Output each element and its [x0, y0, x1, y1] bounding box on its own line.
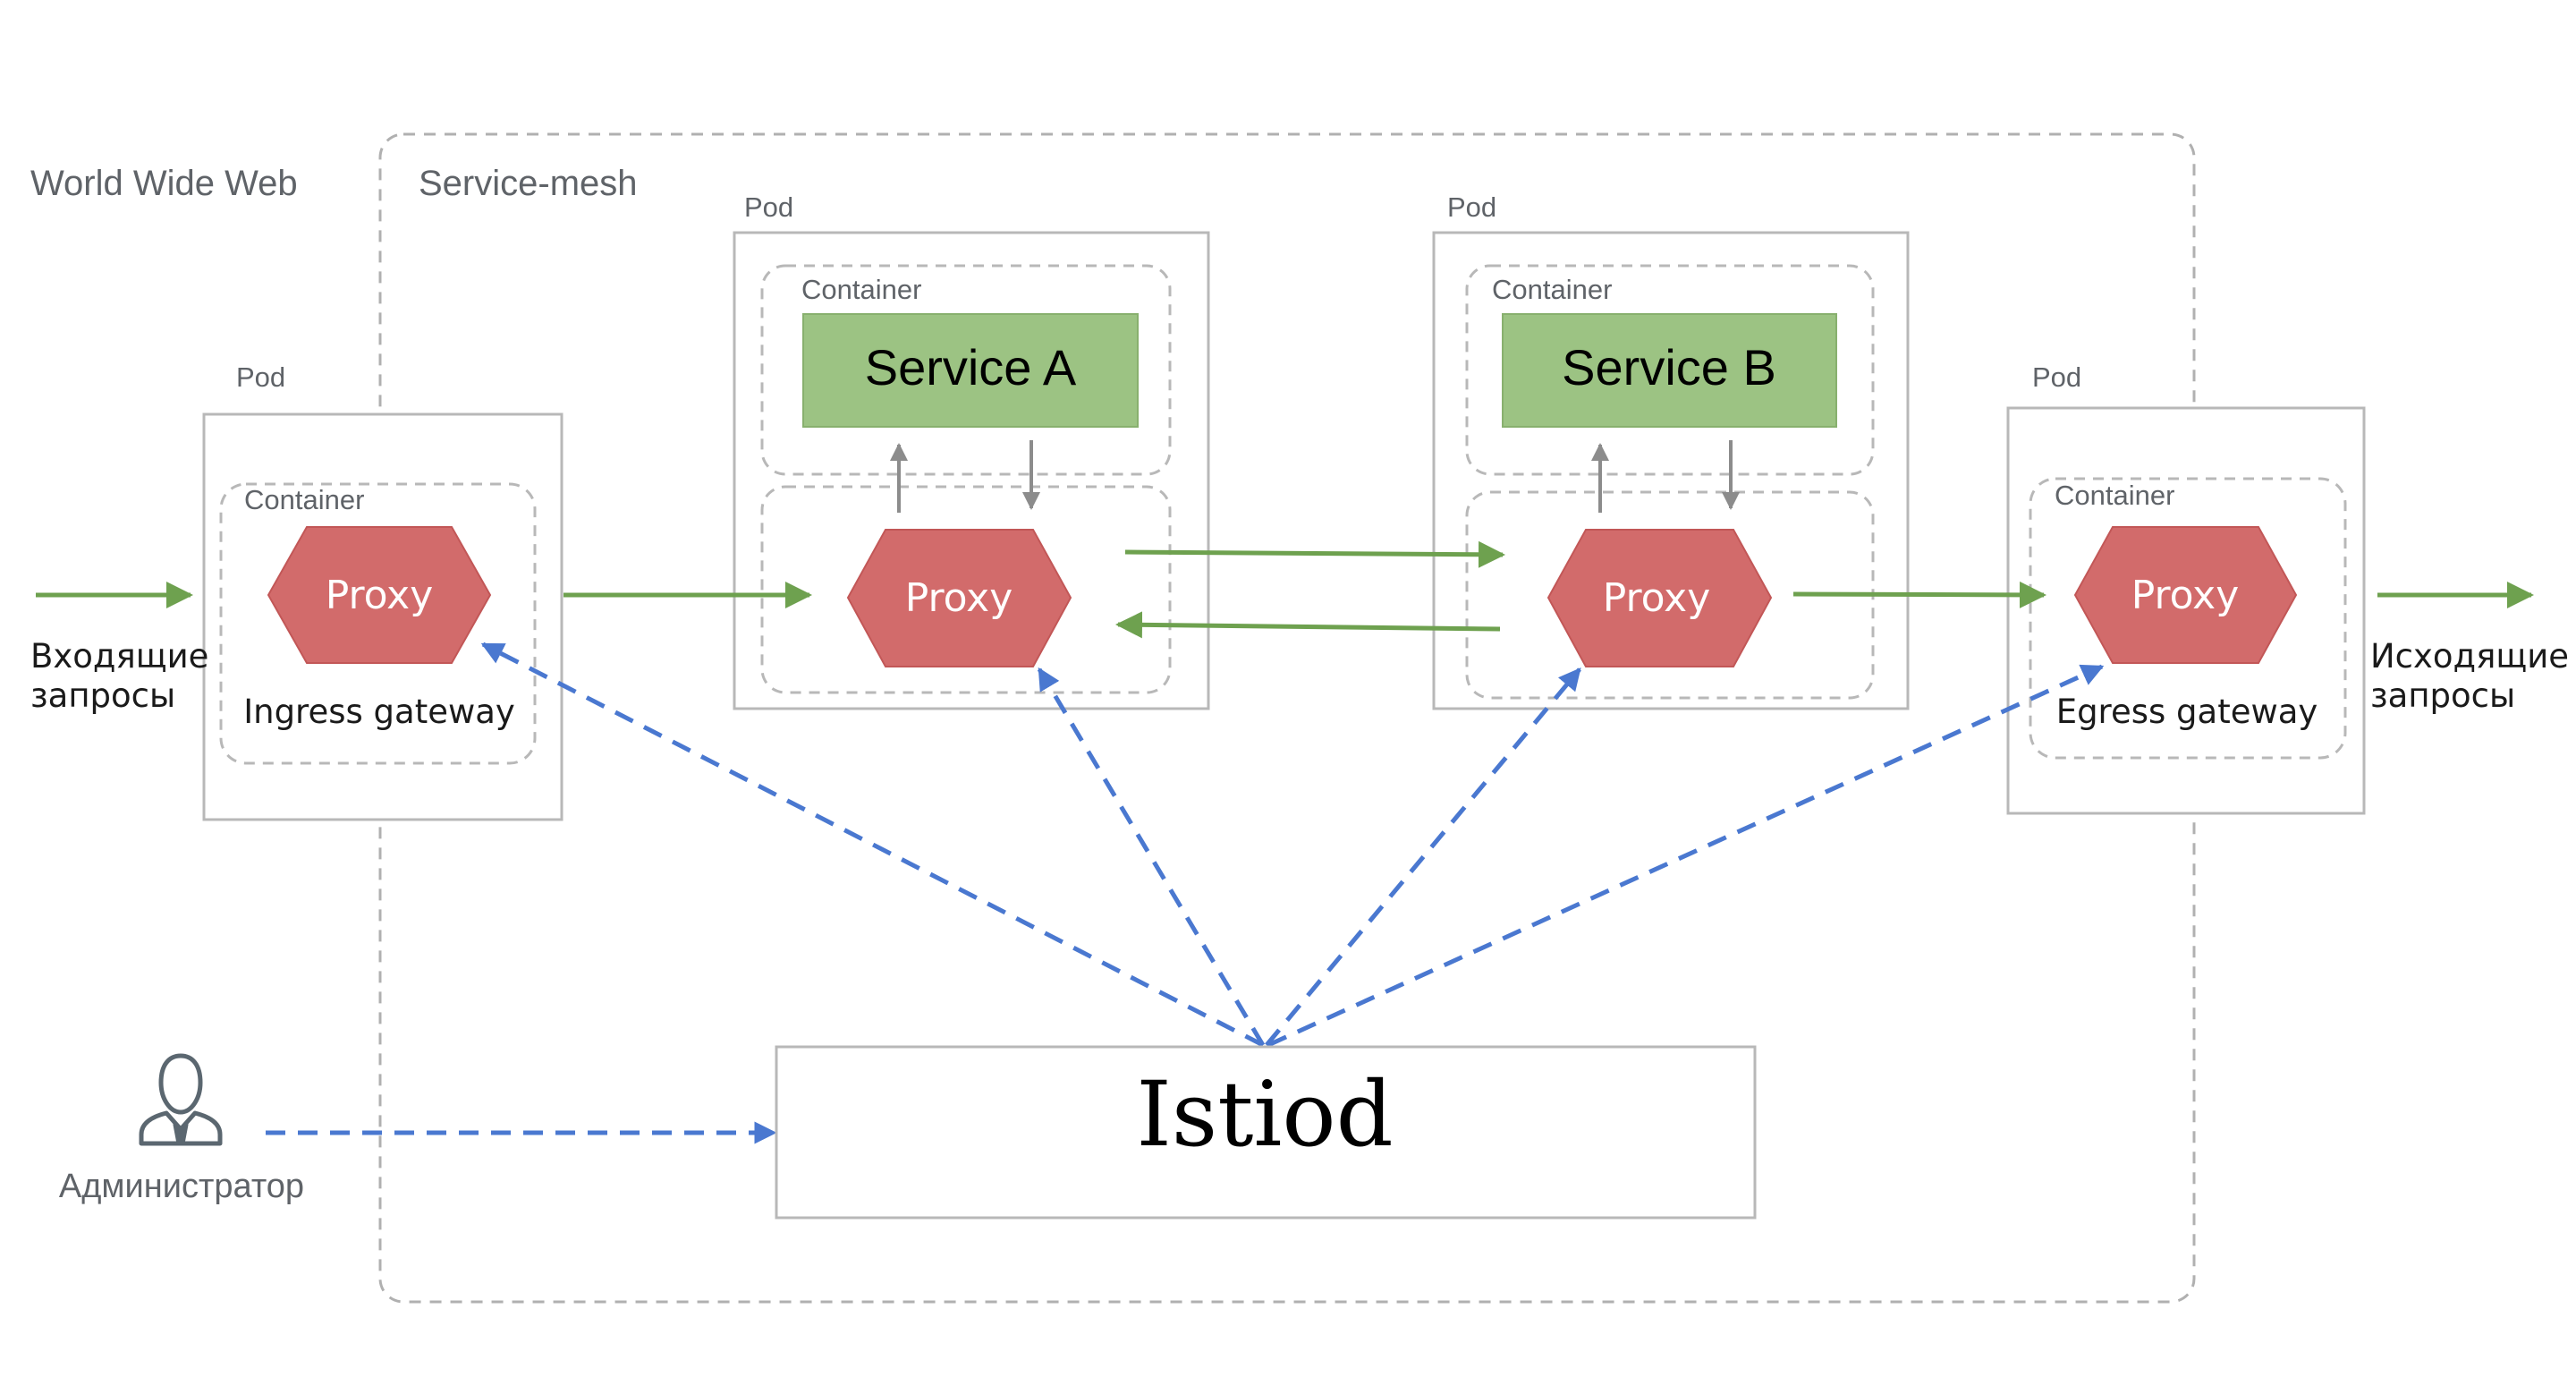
istiod-to-egress-arrow — [1267, 664, 2105, 1048]
istiod-to-service-a-arrow — [1037, 667, 1266, 1047]
service-a-app-container — [760, 264, 1172, 476]
ingress-proxy-hexagon — [267, 526, 492, 664]
outgoing-requests-line2: запросы — [2370, 676, 2515, 715]
service-mesh-label: Service-mesh — [419, 164, 638, 203]
egress-container — [2029, 477, 2347, 760]
service-b-to-egress-arrow — [1792, 581, 2046, 608]
service-b-label: Service B — [1562, 339, 1776, 395]
egress-proxy-hexagon — [2073, 526, 2298, 664]
service-b-app-container — [1465, 264, 1875, 476]
service-b-proxy-hexagon — [1546, 529, 1773, 667]
ingress-gateway-caption: Ingress gateway — [243, 693, 515, 731]
world-wide-web-label: World Wide Web — [30, 164, 298, 203]
administrator-label: Администратор — [59, 1168, 304, 1205]
egress-container-label: Container — [2055, 480, 2174, 511]
incoming-requests-line1: Входящие — [30, 637, 208, 676]
istiod-to-service-b-arrow — [1265, 667, 1581, 1047]
service-a-label: Service A — [865, 339, 1077, 395]
istiod-to-ingress-arrow — [480, 642, 1265, 1048]
service-a-box — [802, 313, 1139, 428]
egress-pod-label: Pod — [2032, 361, 2081, 393]
service-b-container-label: Container — [1492, 274, 1612, 305]
service-a-proxy-hexagon — [846, 529, 1072, 667]
service-a-container-label: Container — [801, 274, 921, 305]
egress-gateway-caption: Egress gateway — [2056, 693, 2318, 731]
service-b-to-service-a-arrow — [1115, 611, 1501, 639]
service-a-to-service-b-arrow — [1124, 540, 1505, 568]
ingress-proxy-label: Proxy — [326, 573, 434, 618]
ingress-pod-label: Pod — [236, 361, 285, 393]
administrator-icon — [139, 1053, 223, 1146]
service-b-proxy-label: Proxy — [1603, 575, 1711, 621]
outgoing-requests-line1: Исходящие — [2370, 637, 2569, 676]
istiod-box — [775, 1045, 1757, 1220]
ingress-container-label: Container — [244, 484, 364, 515]
service-b-pod-label: Pod — [1447, 191, 1496, 223]
istiod-label: Istiod — [1136, 1062, 1393, 1167]
ingress-container — [219, 482, 537, 765]
service-a-pod-label: Pod — [744, 191, 793, 223]
service-a-proxy-container — [760, 485, 1172, 694]
service-b-box — [1502, 313, 1837, 428]
service-a-proxy-label: Proxy — [905, 575, 1013, 621]
egress-proxy-label: Proxy — [2131, 573, 2240, 618]
incoming-requests-line2: запросы — [30, 676, 175, 715]
